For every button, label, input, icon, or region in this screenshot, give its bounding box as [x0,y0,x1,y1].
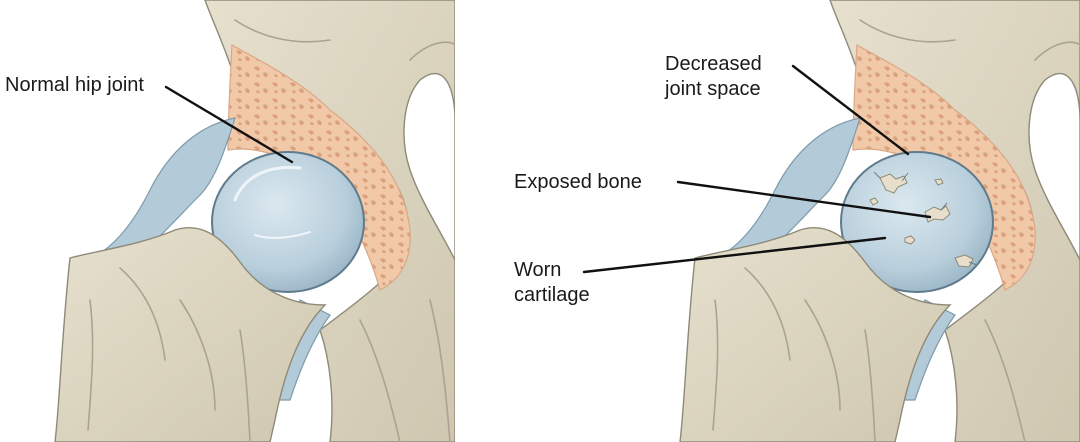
leader-exposed-bone [676,180,932,219]
label-worn-line-1: Worn [514,259,561,281]
normal-hip-panel [54,0,455,442]
exposed-bone-patches [869,173,974,268]
label-worn-cartilage: Worn cartilage [514,259,590,306]
leader-normal-hip-joint [164,85,294,164]
femoral-head [211,151,365,293]
label-decreased-joint-space: Decreased joint space [664,53,767,100]
femur-oa [679,226,952,442]
leader-worn-cartilage [582,236,887,274]
obturator-opening [403,72,455,261]
label-normal-hip-joint: Normal hip joint [5,74,144,96]
femoral-head-oa [840,151,994,293]
label-worn-line-2: cartilage [514,284,590,306]
label-decreased-line-1: Decreased [665,53,762,75]
label-exposed-bone: Exposed bone [514,171,642,193]
osteoarthritis-hip-panel [679,0,1080,442]
leader-decreased-joint-space [791,64,910,156]
femur [54,226,327,442]
obturator-opening-oa [1028,72,1080,261]
label-decreased-line-2: joint space [664,78,761,100]
